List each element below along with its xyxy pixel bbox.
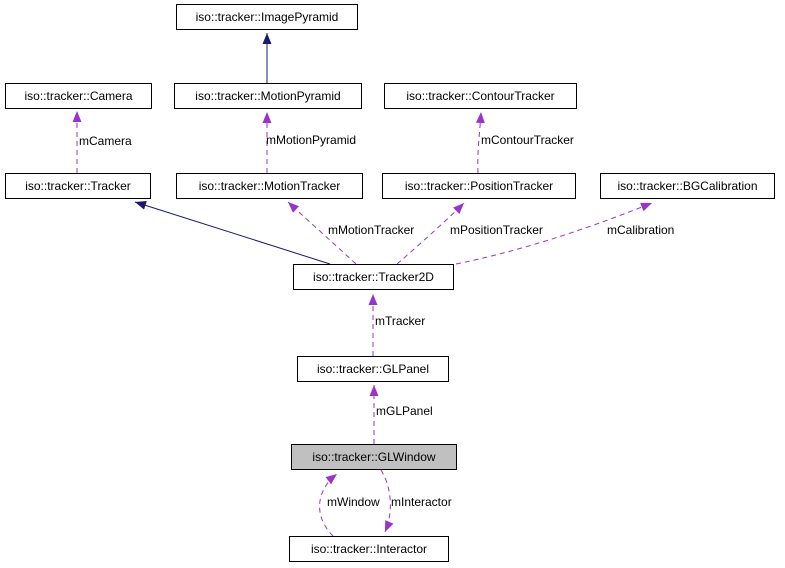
class-node-bg-calibration[interactable]: iso::tracker::BGCalibration [600, 173, 775, 199]
edge-mcalibration [455, 202, 653, 265]
class-node-glpanel[interactable]: iso::tracker::GLPanel [297, 356, 449, 382]
edge-mcontourtracker [475, 111, 485, 174]
class-node-tracker2d[interactable]: iso::tracker::Tracker2D [293, 264, 454, 290]
edge-mmotiontracker [287, 201, 357, 265]
edge-label-mglpanel: mGLPanel [376, 404, 433, 418]
edge-inherit-tracker2d-tracker [134, 201, 331, 265]
class-node-tracker[interactable]: iso::tracker::Tracker [5, 173, 151, 199]
class-node-motion-tracker[interactable]: iso::tracker::MotionTracker [176, 173, 363, 199]
edge-mpositiontracker [396, 202, 465, 265]
class-node-image-pyramid[interactable]: iso::tracker::ImagePyramid [176, 4, 358, 30]
class-node-motion-pyramid[interactable]: iso::tracker::MotionPyramid [174, 83, 362, 109]
edge-mwindow [319, 473, 338, 537]
class-node-interactor[interactable]: iso::tracker::Interactor [289, 536, 449, 562]
edge-label-minteractor: mInteractor [391, 495, 452, 509]
edge-label-mtracker: mTracker [375, 314, 426, 328]
edge-label-mcalibration: mCalibration [607, 223, 675, 237]
class-node-position-tracker[interactable]: iso::tracker::PositionTracker [382, 173, 576, 199]
class-node-contour-tracker[interactable]: iso::tracker::ContourTracker [384, 83, 577, 109]
edge-minteractor [380, 469, 394, 533]
edge-label-mcontourtracker: mContourTracker [481, 133, 574, 147]
edge-label-mmotiontracker: mMotionTracker [328, 223, 415, 237]
edge-label-mcamera: mCamera [79, 134, 132, 148]
class-node-camera[interactable]: iso::tracker::Camera [5, 83, 152, 109]
edge-label-mmotionpyramid: mMotionPyramid [266, 133, 357, 147]
class-node-glwindow-current[interactable]: iso::tracker::GLWindow [291, 444, 457, 470]
edge-label-mpositiontracker: mPositionTracker [450, 223, 543, 237]
edge-label-mwindow: mWindow [327, 495, 380, 509]
